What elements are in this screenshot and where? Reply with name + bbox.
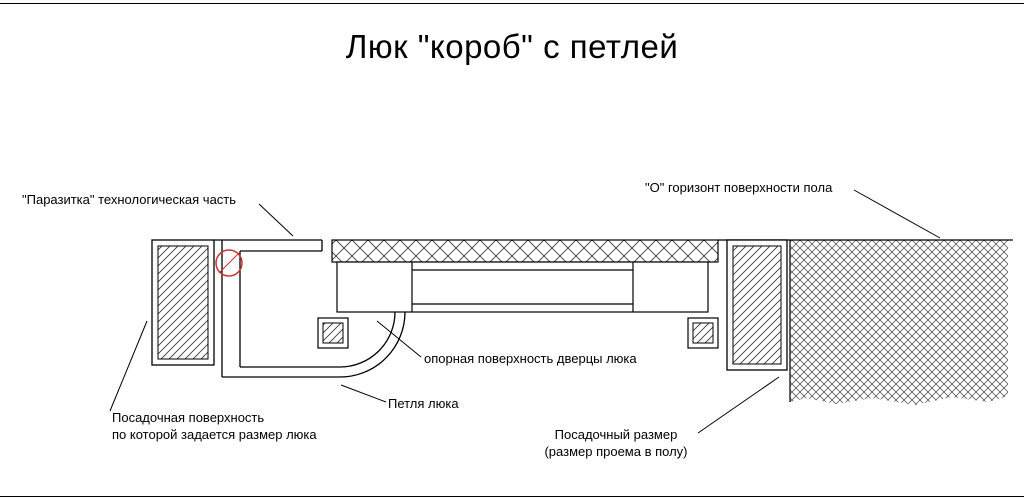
sheet-border-bottom: [0, 496, 1024, 497]
label-seating-surface: Посадочная поверхность по которой задает…: [112, 409, 317, 443]
leader-lines: [109, 189, 941, 434]
hinge-arc-inner: [339, 311, 396, 368]
right-frame-hatch: [732, 245, 782, 365]
label-seating-size: Посадочный размер (размер проема в полу): [510, 426, 722, 460]
hinge-arc-outer: [339, 311, 406, 378]
detail-marker-slash: [218, 251, 241, 274]
seal-block-left: [317, 317, 349, 349]
label-seating-surface-line1: Посадочная поверхность: [112, 410, 265, 425]
parasitka-flange: [214, 239, 323, 252]
detail-marker: [215, 249, 243, 277]
left-frame-block: [151, 239, 215, 366]
label-parasitka: "Паразитка" технологическая часть: [22, 192, 237, 207]
ground-fill: [790, 240, 1008, 405]
seal-left-hatch: [322, 322, 344, 344]
leader-seating-size: [697, 376, 780, 434]
leader-parasitka: [258, 203, 294, 237]
leader-seating-surface: [109, 320, 148, 412]
leader-hinge: [340, 384, 387, 403]
seal-right-hatch: [692, 322, 714, 344]
floor-tile-strip: [331, 239, 719, 263]
detail-marker-circle: [215, 249, 243, 277]
left-frame-hatch: [157, 245, 209, 360]
label-seating-size-line1: Посадочный размер: [554, 427, 678, 442]
door-leaf: [336, 261, 709, 313]
seal-block-right: [687, 317, 719, 349]
right-frame-block: [726, 239, 788, 371]
leader-horizon: [853, 189, 941, 239]
page-title: Люк "короб" с петлей: [345, 28, 679, 65]
label-door-support-surface: опорная поверхность дверцы люка: [424, 351, 637, 366]
label-hinge: Петля люка: [388, 396, 459, 411]
label-seating-surface-line2: по которой задается размер люка: [112, 427, 317, 442]
ground-hatch-area: [789, 240, 1008, 405]
label-seating-size-line2: (размер проема в полу): [544, 444, 688, 459]
label-floor-horizon: "О" горизонт поверхности пола: [645, 180, 833, 195]
sheet-border-top: [0, 3, 1024, 4]
leader-door-support: [376, 320, 422, 358]
